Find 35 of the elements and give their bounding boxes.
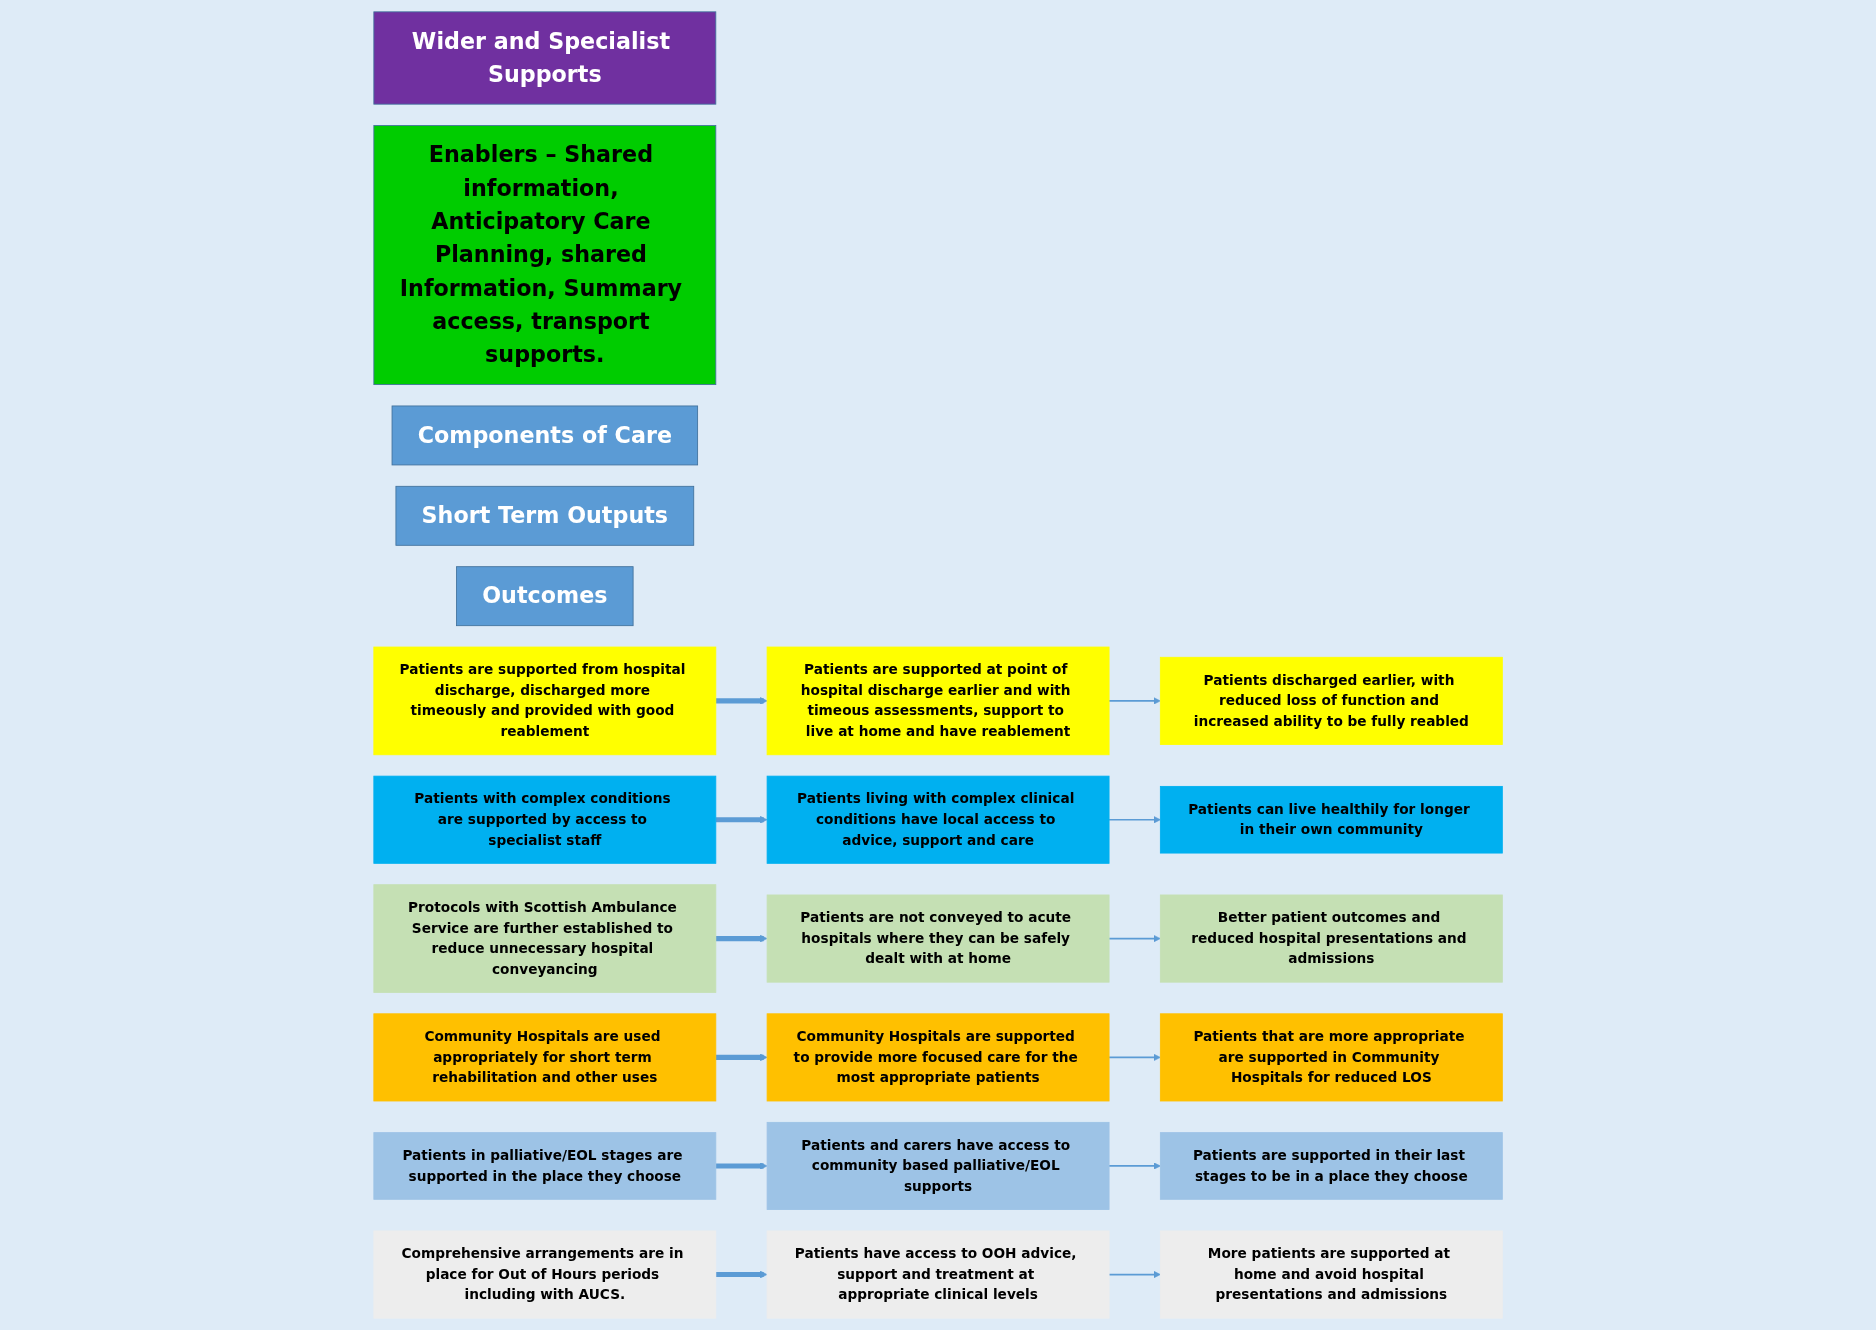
node-box: Patients are not conveyed to acute hospitals where they can be safely dealt with at home <box>766 894 1110 983</box>
node-box: Patients and carers have access to community based palliative/EOL supports <box>766 1121 1110 1210</box>
node-box: Patients are supported from hospital discharge, discharged more timeously and provided with good reablement <box>373 646 717 756</box>
node-box: Patients are supported in their last stages to be in a place they choose <box>1159 1132 1503 1200</box>
node-box: Wider and Specialist Supports <box>373 11 717 105</box>
arrow <box>1108 697 1161 705</box>
node-box: Patients are supported at point of hospital discharge earlier and with timeous assessments, support to live at home and have reablement <box>766 646 1110 756</box>
node-box: Protocols with Scottish Ambulance Service are further established to reduce unnecessary hospital conveyancing <box>373 884 717 993</box>
node-box: Better patient outcomes and reduced hospital presentations and admissions <box>1159 894 1503 983</box>
node-box: Patients can live healthily for longer in their own community <box>1159 785 1503 854</box>
arrow <box>715 815 768 824</box>
arrow <box>715 934 768 943</box>
node-box: Outcomes <box>456 566 634 627</box>
arrow <box>1108 1053 1161 1062</box>
node-box: Components of Care <box>391 405 698 466</box>
arrow <box>1108 1270 1161 1279</box>
arrow <box>715 697 768 705</box>
node-box: Enablers – Shared information, Anticipatory Care Planning, shared Information, Summary access, transport supports. <box>373 125 717 385</box>
arrow <box>715 1270 768 1279</box>
node-box: More patients are supported at home and avoid hospital presentations and admissions <box>1159 1230 1503 1319</box>
node-box: Patients living with complex clinical conditions have local access to advice, support and care <box>766 775 1110 864</box>
node-box: Short Term Outputs <box>395 485 695 546</box>
arrow <box>715 1053 768 1062</box>
node-box: Patients with complex conditions are supported by access to specialist staff <box>373 775 717 864</box>
node-box: Patients in palliative/EOL stages are supported in the place they choose <box>373 1132 717 1200</box>
node-box: Community Hospitals are used appropriately for short term rehabilitation and other uses <box>373 1013 717 1102</box>
node-box: Comprehensive arrangements are in place for Out of Hours periods including with AUCS. <box>373 1230 717 1319</box>
arrow <box>1108 1162 1161 1170</box>
node-box: Community Hospitals are supported to provide more focused care for the most appropriate patients <box>766 1013 1110 1102</box>
node-box: Patients have access to OOH advice, support and treatment at appropriate clinical levels <box>766 1230 1110 1319</box>
node-box: Patients that are more appropriate are supported in Community Hospitals for reduced LOS <box>1159 1013 1503 1102</box>
arrow <box>715 1162 768 1170</box>
arrow <box>1108 815 1161 824</box>
arrow <box>1108 934 1161 943</box>
node-box: Patients discharged earlier, with reduced loss of function and increased ability to be fully reabled <box>1159 656 1503 745</box>
